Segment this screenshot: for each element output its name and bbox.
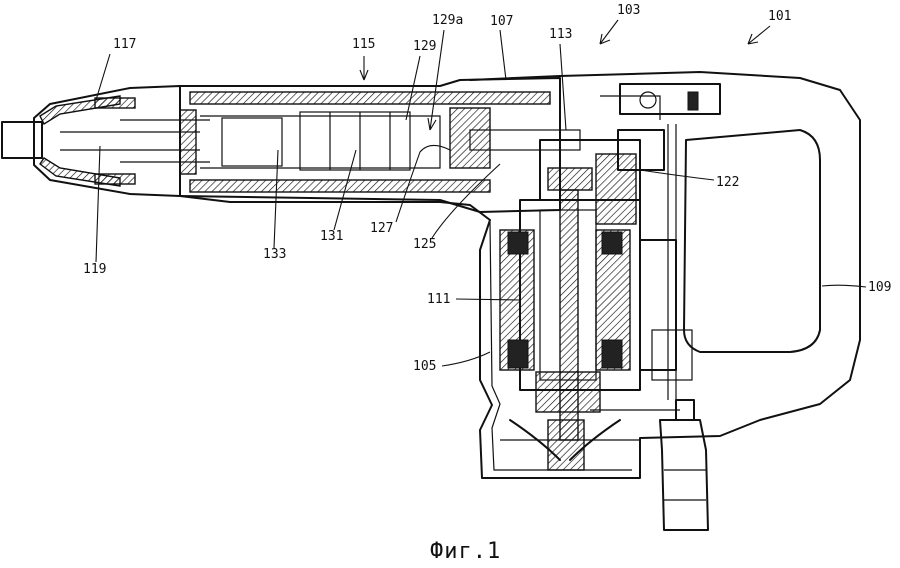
label-129a: 129a <box>432 13 463 28</box>
label-133: 133 <box>263 247 286 262</box>
tool-bit <box>1 121 43 159</box>
label-125: 125 <box>413 237 436 252</box>
label-122: 122 <box>716 175 739 190</box>
motor-111 <box>499 189 641 441</box>
housing-103 <box>179 71 861 479</box>
label-109: 109 <box>868 280 891 295</box>
label-103: 103 <box>617 3 640 18</box>
label-119: 119 <box>83 262 106 277</box>
handle-109 <box>619 83 821 400</box>
label-105: 105 <box>413 359 436 374</box>
label-113: 113 <box>549 27 572 42</box>
cooling-fan <box>500 419 640 471</box>
label-101: 101 <box>768 9 791 24</box>
crank-mechanism-113 <box>539 95 665 225</box>
tool-holder-117 <box>33 85 210 197</box>
label-127: 127 <box>370 221 393 236</box>
figure-caption: Фиг.1 <box>430 539 501 564</box>
label-115: 115 <box>352 37 375 52</box>
cord-guard <box>590 399 709 531</box>
label-117: 117 <box>113 37 136 52</box>
label-111: 111 <box>427 292 450 307</box>
reference-labels: 101 103 107 129a 129 115 113 117 119 133… <box>83 3 891 374</box>
label-131: 131 <box>320 229 343 244</box>
barrel-115 <box>179 77 581 213</box>
label-107: 107 <box>490 14 513 29</box>
label-129: 129 <box>413 39 436 54</box>
